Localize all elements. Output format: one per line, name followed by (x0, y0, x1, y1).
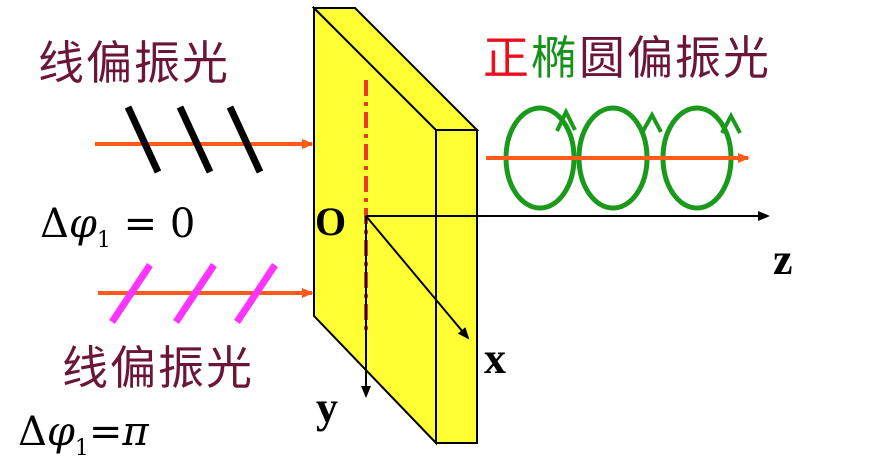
phi-subscript: 1 (74, 436, 89, 461)
pi-value: π (122, 409, 149, 455)
phase-difference-pi: Δφ1=π (18, 412, 149, 460)
polarization-stroke (176, 105, 214, 174)
elliptical-polarization-label: 正椭圆偏振光 (483, 35, 771, 81)
phase-value-zero: = 0 (110, 201, 196, 247)
linear-polarization-marks-top (124, 105, 264, 174)
phi-symbol: φ (46, 409, 75, 455)
linear-polarization-label-bottom: 线偏振光 (62, 341, 254, 395)
delta-symbol: Δ (18, 409, 47, 455)
polarization-stroke (173, 263, 217, 324)
phi-subscript: 1 (96, 228, 111, 253)
polarization-stroke (234, 263, 278, 324)
z-axis-label: z (773, 235, 793, 284)
equals-sign: = (88, 409, 123, 455)
polarization-stroke (124, 105, 162, 174)
rotation-arrowhead (720, 111, 742, 134)
linear-polarization-marks-bottom (109, 263, 278, 324)
origin-label: O (315, 199, 347, 244)
delta-symbol: Δ (40, 201, 69, 247)
rotation-arrowhead (641, 110, 663, 133)
y-axis-label: y (316, 383, 338, 432)
elliptical-label-prefix: 正 (483, 31, 531, 85)
elliptical-label-mid: 椭 (531, 31, 579, 85)
linear-polarization-label-top: 线偏振光 (38, 36, 230, 90)
x-axis (365, 215, 470, 340)
wave-plate (311, 5, 480, 446)
polarization-stroke (226, 105, 264, 174)
wave-plate-side-face (435, 129, 478, 444)
polarization-stroke (109, 263, 153, 324)
rotation-arrowhead (555, 107, 577, 132)
x-axis-label: x (484, 334, 506, 383)
elliptical-label-suffix: 圆偏振光 (579, 31, 771, 85)
phi-symbol: φ (68, 201, 97, 247)
phase-difference-zero: Δφ1 = 0 (40, 204, 195, 252)
